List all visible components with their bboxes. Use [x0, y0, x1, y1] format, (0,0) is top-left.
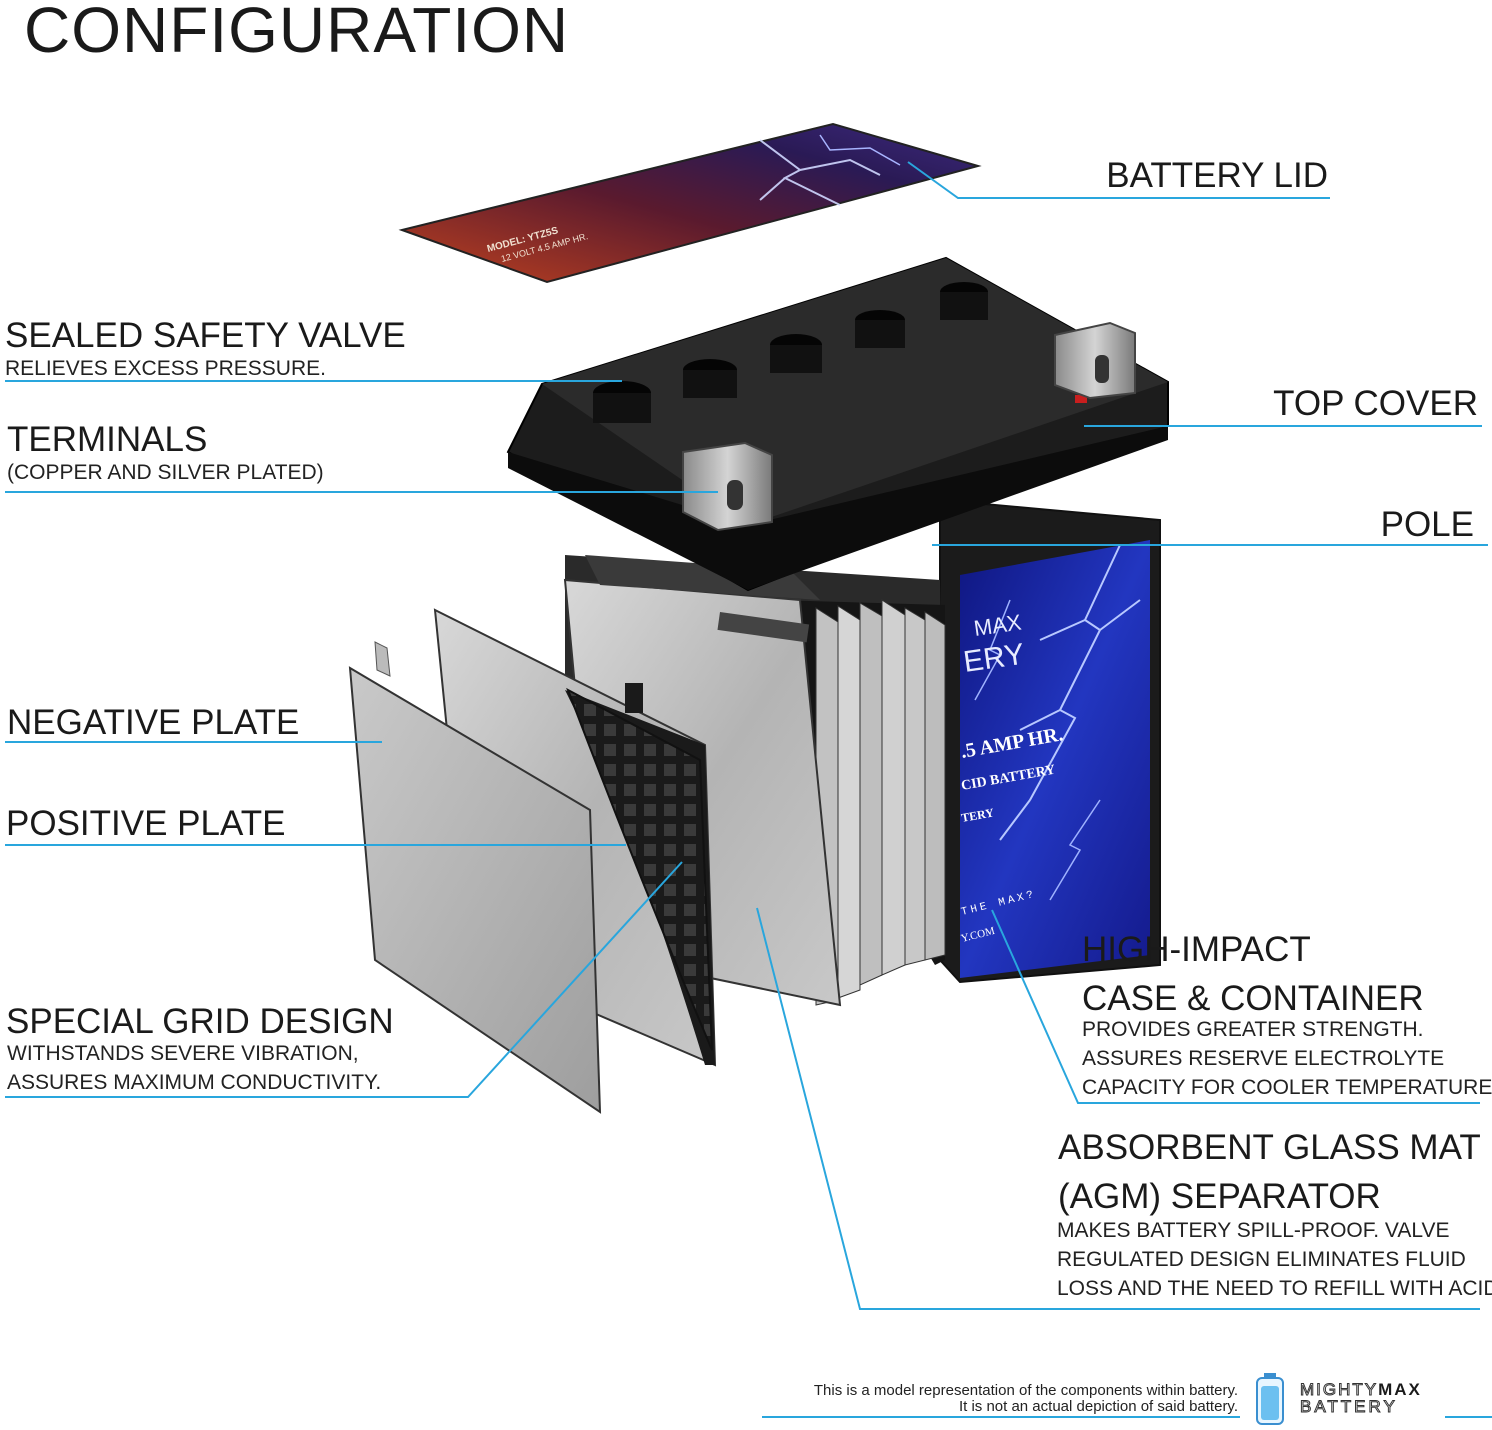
leader-case — [991, 909, 1480, 1104]
label-case-2: CASE & CONTAINER — [1082, 979, 1424, 1018]
sub-case-2: ASSURES RESERVE ELECTROLYTE — [1082, 1047, 1445, 1070]
label-sealed-valve: SEALED SAFETY VALVE — [5, 316, 406, 355]
footer-note-2: It is not an actual depiction of said ba… — [958, 1398, 1238, 1415]
logo-max: MAX — [1378, 1380, 1422, 1399]
page-title: CONFIGURATION — [24, 0, 570, 66]
label-battery-lid: BATTERY LID — [1106, 156, 1328, 195]
leader-agm — [756, 907, 1480, 1310]
sub-case-3: CAPACITY FOR COOLER TEMPERATURES. — [1082, 1076, 1492, 1099]
sub-agm-2: REGULATED DESIGN ELIMINATES FLUID — [1057, 1248, 1466, 1271]
sub-grid-design-2: ASSURES MAXIMUM CONDUCTIVITY. — [7, 1071, 382, 1094]
battery-logo-icon — [1256, 1373, 1284, 1425]
label-agm-1: ABSORBENT GLASS MAT — [1058, 1128, 1481, 1167]
terminal-positive — [1054, 321, 1136, 400]
sub-agm-3: LOSS AND THE NEED TO REFILL WITH ACID. — [1057, 1277, 1492, 1300]
sub-sealed-valve: RELIEVES EXCESS PRESSURE. — [5, 357, 326, 380]
leader-lines — [5, 161, 1492, 1418]
battery-lid: MODEL: YTZ5S 12 VOLT 4.5 AMP HR. — [398, 122, 982, 284]
sub-case-1: PROVIDES GREATER STRENGTH. — [1082, 1018, 1424, 1041]
grid-plate — [566, 683, 713, 1051]
case-tery-text: TERY — [960, 805, 995, 825]
terminal-negative — [682, 441, 773, 532]
battery-case: MAX ERY .5 AMP HR. CID BATTERY TERY THE … — [939, 498, 1161, 984]
sub-agm-1: MAKES BATTERY SPILL-PROOF. VALVE — [1057, 1219, 1450, 1242]
sub-terminals: (COPPER AND SILVER PLATED) — [7, 461, 324, 484]
label-top-cover: TOP COVER — [1273, 384, 1478, 423]
label-positive-plate: POSITIVE PLATE — [6, 804, 286, 843]
negative-plate — [348, 641, 602, 1114]
label-terminals: TERMINALS — [7, 420, 208, 459]
leader-battery-lid — [907, 161, 1330, 199]
sub-grid-design-1: WITHSTANDS SEVERE VIBRATION, — [7, 1042, 359, 1065]
label-agm-2: (AGM) SEPARATOR — [1058, 1177, 1381, 1216]
logo-line-2: BATTERY — [1300, 1397, 1398, 1416]
label-pole: POLE — [1380, 505, 1474, 544]
leader-grid-design — [5, 861, 683, 1098]
label-negative-plate: NEGATIVE PLATE — [7, 703, 300, 742]
logo-mighty: MIGHTY — [1299, 1380, 1379, 1399]
label-case-1: HIGH-IMPACT — [1082, 930, 1311, 969]
label-grid-design: SPECIAL GRID DESIGN — [6, 1002, 394, 1041]
footer-note-1: This is a model representation of the co… — [813, 1382, 1238, 1399]
logo-line-1: MIGHTYMAX — [1299, 1380, 1422, 1399]
